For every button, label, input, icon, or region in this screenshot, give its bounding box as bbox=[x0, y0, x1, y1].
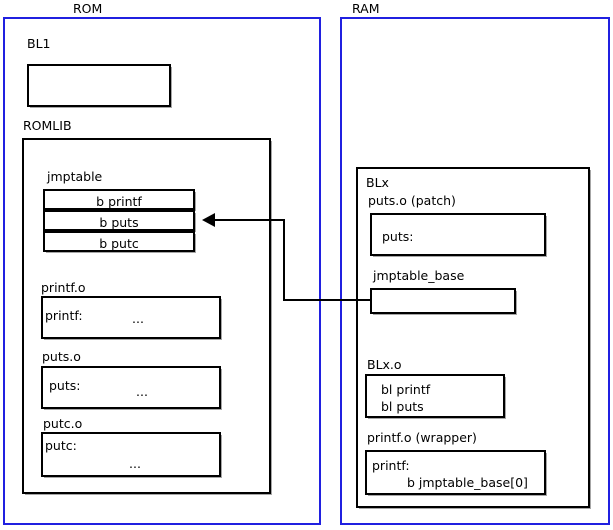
jmptable-entry-0: b printf bbox=[43, 189, 195, 210]
printf-o-wrapper-symbol: printf: bbox=[372, 458, 410, 473]
jmptable-entry-0-text: b printf bbox=[96, 194, 142, 209]
puts-o-patch-label: puts.o (patch) bbox=[368, 193, 456, 208]
jmptable-entry-1-text: b puts bbox=[99, 215, 139, 230]
romlib-box bbox=[22, 138, 271, 494]
printf-o-body: ... bbox=[132, 311, 144, 326]
bl1-box bbox=[27, 64, 171, 107]
connector-segment-upper-horizontal bbox=[214, 219, 285, 221]
printf-o-symbol: printf: bbox=[45, 308, 83, 323]
blx-o-box: bl printf bl puts bbox=[365, 374, 505, 418]
printf-o-box: printf: ... bbox=[41, 296, 221, 339]
puts-o-box: puts: ... bbox=[41, 366, 221, 409]
ram-region-title: RAM bbox=[352, 1, 380, 16]
jmptable-entry-2: b putc bbox=[43, 231, 195, 252]
putc-o-body: ... bbox=[129, 456, 141, 471]
connector-segment-lower-horizontal bbox=[283, 299, 371, 301]
puts-o-label: puts.o bbox=[42, 349, 81, 364]
putc-o-symbol: putc: bbox=[45, 438, 77, 453]
puts-o-patch-box: puts: bbox=[370, 213, 546, 256]
jmptable-entry-1: b puts bbox=[43, 210, 195, 231]
bl1-label: BL1 bbox=[27, 36, 51, 51]
rom-region-title: ROM bbox=[73, 1, 103, 16]
jmptable-label: jmptable bbox=[47, 169, 103, 184]
blx-o-line-1: bl printf bbox=[381, 382, 431, 397]
blx-o-label: BLx.o bbox=[367, 357, 402, 372]
blx-o-line-2: bl puts bbox=[381, 399, 424, 414]
puts-o-symbol: puts: bbox=[49, 378, 81, 393]
printf-o-wrapper-label: printf.o (wrapper) bbox=[367, 430, 477, 445]
ram-region bbox=[340, 17, 610, 525]
rom-region bbox=[3, 17, 321, 525]
romlib-label: ROMLIB bbox=[23, 118, 72, 133]
printf-o-wrapper-branch: b jmptable_base[0] bbox=[407, 475, 528, 490]
connector-segment-vertical bbox=[283, 219, 285, 301]
jmptable-entry-2-text: b putc bbox=[99, 236, 139, 251]
blx-label: BLx bbox=[366, 175, 389, 190]
printf-o-wrapper-box: printf: b jmptable_base[0] bbox=[365, 450, 546, 495]
putc-o-label: putc.o bbox=[43, 416, 83, 431]
putc-o-box: putc: ... bbox=[41, 432, 221, 477]
puts-o-patch-symbol: puts: bbox=[382, 229, 414, 244]
jmptable-base-box bbox=[370, 288, 516, 314]
puts-o-body: ... bbox=[136, 384, 148, 399]
jmptable-base-label: jmptable_base bbox=[373, 268, 465, 283]
blx-box bbox=[356, 167, 590, 508]
printf-o-label: printf.o bbox=[41, 280, 86, 295]
connector-arrowhead-icon bbox=[202, 213, 215, 227]
